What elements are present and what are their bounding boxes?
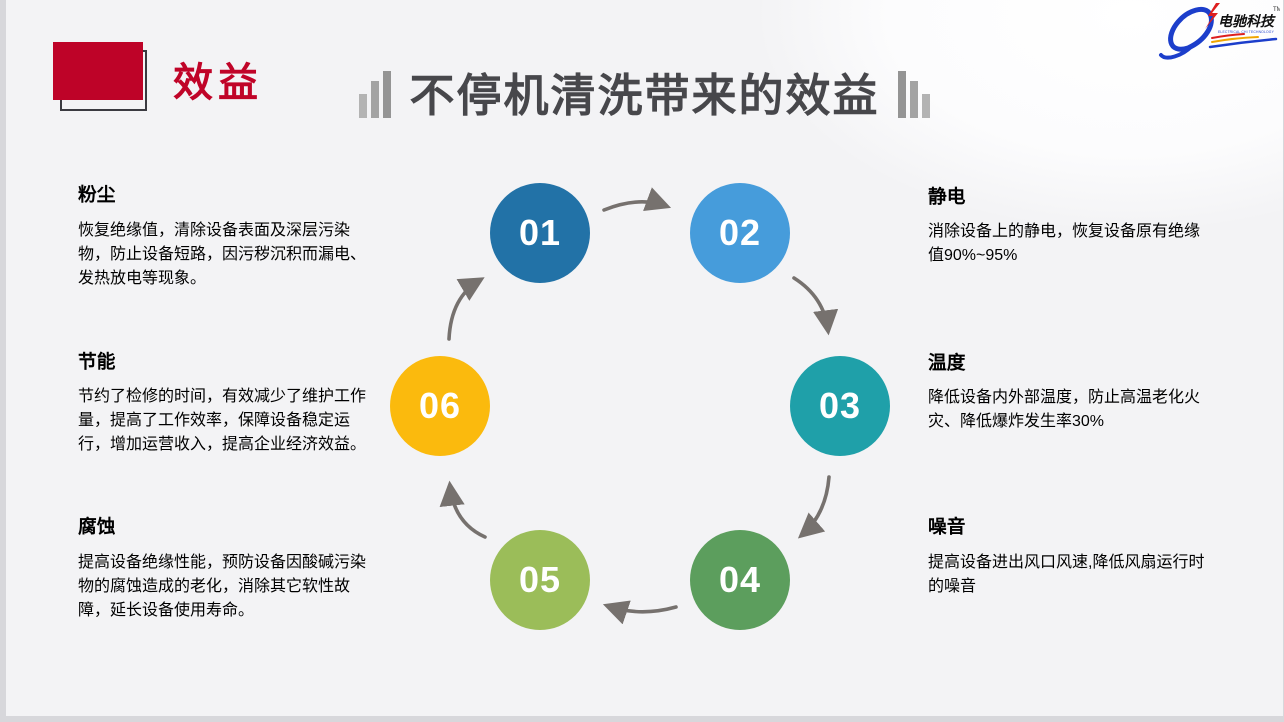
step-number: 03: [818, 385, 862, 426]
step-desc-noise: 提高设备进出风口风速,降低风扇运行时的噪音: [928, 554, 1205, 595]
step-circle-02: 02: [690, 183, 790, 283]
step-title-dust: 粉尘: [78, 184, 116, 205]
logo-company-name-cn: 电驰科技: [1218, 13, 1276, 29]
section-title: 效益: [173, 61, 263, 105]
slide-canvas: 效益 不停机清洗带来的效益 电驰科技 TM ELECTRICAL CHI TEC…: [6, 0, 1283, 716]
step-circle-06: 06: [390, 356, 490, 456]
arrow-06-01: [447, 277, 485, 341]
title-row: 不停机清洗带来的效益: [6, 70, 1283, 122]
logo-underline-swoosh: [1208, 33, 1278, 49]
step-number: 06: [418, 385, 462, 426]
arrow-01-02: [602, 187, 672, 212]
company-logo: 电驰科技 TM ELECTRICAL CHI TECHNOLOGY: [1159, 3, 1280, 60]
logo-company-name-en: ELECTRICAL CHI TECHNOLOGY: [1218, 29, 1274, 34]
step-number: 05: [518, 559, 562, 600]
logo-trademark: TM: [1273, 7, 1280, 13]
step-title-static: 静电: [928, 186, 966, 207]
page-title: 不停机清洗带来的效益: [409, 70, 880, 121]
step-desc-static: 消除设备上的静电，恢复设备原有绝缘值90%~95%: [928, 223, 1201, 264]
accent-square: [53, 42, 143, 100]
step-title-noise: 噪音: [928, 516, 966, 537]
step-circle-03: 03: [790, 356, 890, 456]
step-number: 02: [718, 212, 762, 253]
lightning-bolt-icon: [1205, 3, 1220, 29]
step-circle-04: 04: [690, 530, 790, 630]
bar-chart-icon-left: [359, 71, 392, 122]
step-title-energy: 节能: [78, 351, 116, 372]
step-desc-energy: 节约了检修的时间，有效减少了维护工作量，提高了工作效率，保障设备稳定运行，增加运…: [78, 388, 367, 453]
bar-chart-icon-right: [897, 71, 930, 122]
arrow-02-03: [792, 276, 839, 336]
step-title-temperature: 温度: [928, 352, 966, 373]
step-circle-05: 05: [490, 530, 590, 630]
step-number: 01: [518, 212, 562, 253]
step-desc-temperature: 降低设备内外部温度，防止高温老化火灾、降低爆炸发生率30%: [928, 389, 1201, 430]
step-circle-01: 01: [490, 183, 590, 283]
logo-d-swoosh-icon: [1159, 6, 1214, 60]
step-desc-dust: 恢复绝缘值，清除设备表面及深层污染物，防止设备短路，因污秽沉积而漏电、发热放电等…: [78, 222, 367, 287]
arrow-05-06: [439, 480, 487, 539]
step-title-corrosion: 腐蚀: [78, 516, 116, 537]
arrow-04-05: [602, 600, 678, 625]
arrow-03-04: [797, 475, 831, 539]
step-desc-corrosion: 提高设备绝缘性能，预防设备因酸碱污染物的腐蚀造成的老化，消除其它软性故障，延长设…: [78, 554, 367, 619]
step-number: 04: [718, 559, 762, 600]
